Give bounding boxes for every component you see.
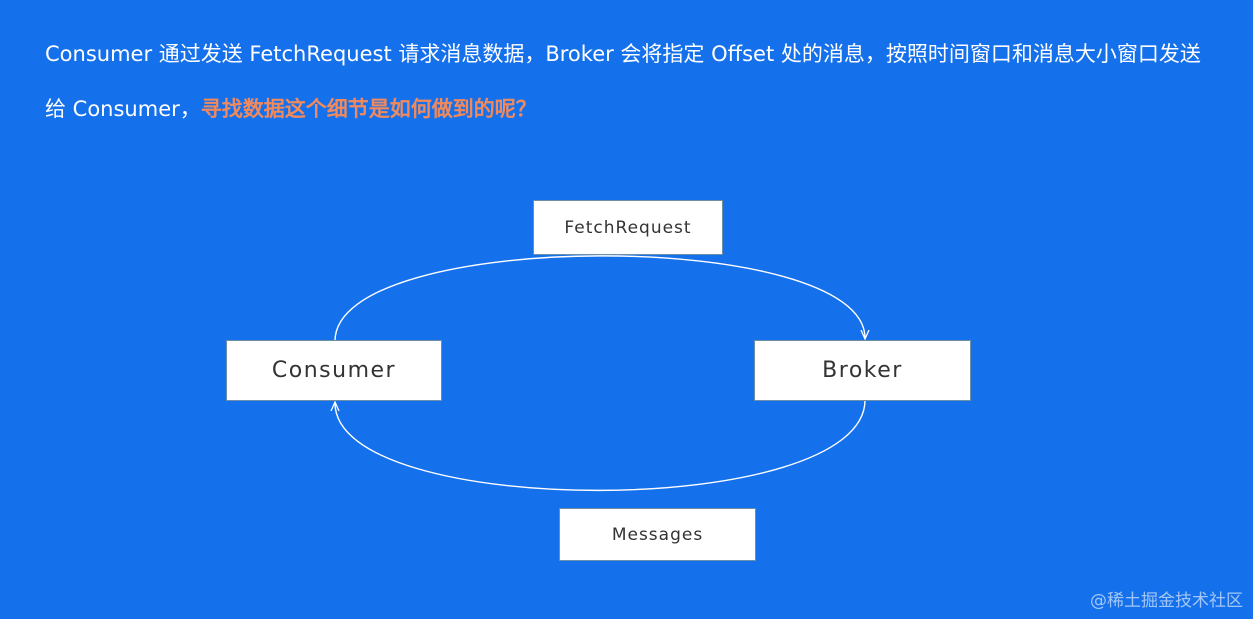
fetch-request-label: FetchRequest [564,217,692,238]
intro-highlight: 寻找数据这个细节是如何做到的呢？ [200,97,537,121]
consumer-label: Consumer [271,358,397,383]
consumer-box: Consumer [226,340,442,401]
messages-label: Messages [611,524,704,545]
request-arc [334,255,865,342]
intro-text: Consumer 通过发送 FetchRequest 请求消息数据，Broker… [45,27,1215,137]
messages-box: Messages [559,508,756,561]
response-arc [335,399,866,492]
watermark: @稀土掘金技术社区 [1090,591,1243,611]
broker-box: Broker [754,340,971,401]
intro-text-main: Consumer 通过发送 FetchRequest 请求消息数据，Broker… [45,42,1201,121]
broker-label: Broker [822,358,903,383]
fetch-request-box: FetchRequest [533,200,723,255]
